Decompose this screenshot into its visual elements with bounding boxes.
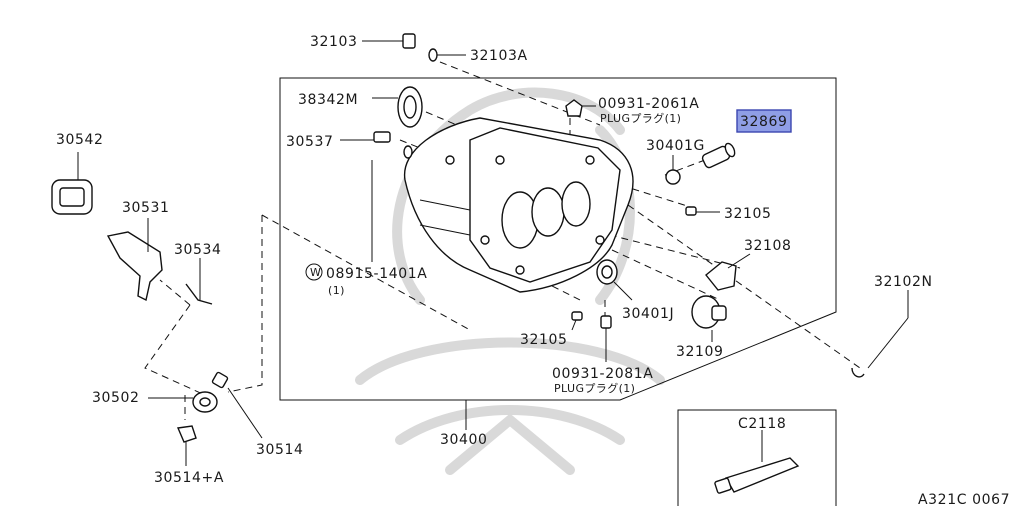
selected-part-highlight	[736, 109, 792, 133]
part-30534-drawing	[185, 258, 213, 305]
label-32103A[interactable]: 32103A	[470, 48, 528, 64]
part-38342M-drawing	[372, 86, 423, 128]
label-30514A[interactable]: 30514+A	[154, 470, 224, 486]
label-08915-1401A[interactable]: 08915-1401A	[326, 266, 427, 282]
part-32109-drawing	[691, 295, 727, 342]
label-30401J[interactable]: 30401J	[622, 306, 674, 322]
label-32105-bottom[interactable]: 32105	[520, 332, 568, 348]
label-30514[interactable]: 30514	[256, 442, 304, 458]
part-30401J-drawing	[596, 259, 633, 301]
label-qty-1: (1)	[328, 284, 345, 297]
washer-mark-letter: W	[310, 266, 321, 279]
part-30401G-drawing	[665, 155, 681, 185]
transmission-case-group-box	[279, 77, 837, 401]
label-32103[interactable]: 32103	[310, 34, 358, 50]
part-30542-drawing	[51, 152, 93, 215]
label-32869[interactable]: 32869	[740, 114, 788, 130]
label-00931-2061A[interactable]: 00931-2061A	[598, 96, 699, 112]
label-plug-1: PLUGプラグ(1)	[600, 111, 681, 125]
part-32869-drawing	[701, 142, 736, 169]
part-30514A-drawing	[176, 425, 197, 466]
label-38342M[interactable]: 38342M	[298, 92, 358, 108]
part-32108-drawing	[705, 253, 751, 291]
label-C2118[interactable]: C2118	[738, 416, 786, 432]
part-30531-drawing	[106, 218, 163, 302]
label-30531[interactable]: 30531	[122, 200, 170, 216]
part-32105-bottom-drawing	[571, 311, 583, 331]
transmission-case	[404, 117, 634, 293]
part-00931-2081A-plug-drawing	[600, 315, 612, 362]
label-30537[interactable]: 30537	[286, 134, 334, 150]
part-C2118-drawing	[714, 430, 800, 494]
label-00931-2081A[interactable]: 00931-2081A	[552, 366, 653, 382]
part-00931-2061A-plug-drawing	[565, 99, 596, 117]
part-30514-drawing	[211, 371, 263, 439]
label-32105-top[interactable]: 32105	[724, 206, 772, 222]
washer-mark-circle	[305, 263, 323, 281]
label-32108[interactable]: 32108	[744, 238, 792, 254]
label-30502[interactable]: 30502	[92, 390, 140, 406]
part-32105-top-drawing	[685, 206, 720, 216]
label-30400[interactable]: 30400	[440, 432, 488, 448]
part-08915-1401A-drawing	[371, 145, 413, 262]
label-32102N[interactable]: 32102N	[874, 274, 933, 290]
label-30534[interactable]: 30534	[174, 242, 222, 258]
diagram-code: A321C 0067	[918, 492, 1010, 508]
part-32103A-drawing	[428, 48, 466, 62]
part-30502-drawing	[148, 391, 218, 413]
part-32103-drawing	[362, 33, 416, 49]
part-30537-drawing	[340, 131, 391, 143]
sealant-box	[677, 409, 837, 506]
label-30401G[interactable]: 30401G	[646, 138, 705, 154]
label-32109[interactable]: 32109	[676, 344, 724, 360]
label-30542[interactable]: 30542	[56, 132, 104, 148]
label-plug-2: PLUGプラグ(1)	[554, 381, 635, 395]
part-32102N-drawing	[851, 290, 909, 378]
